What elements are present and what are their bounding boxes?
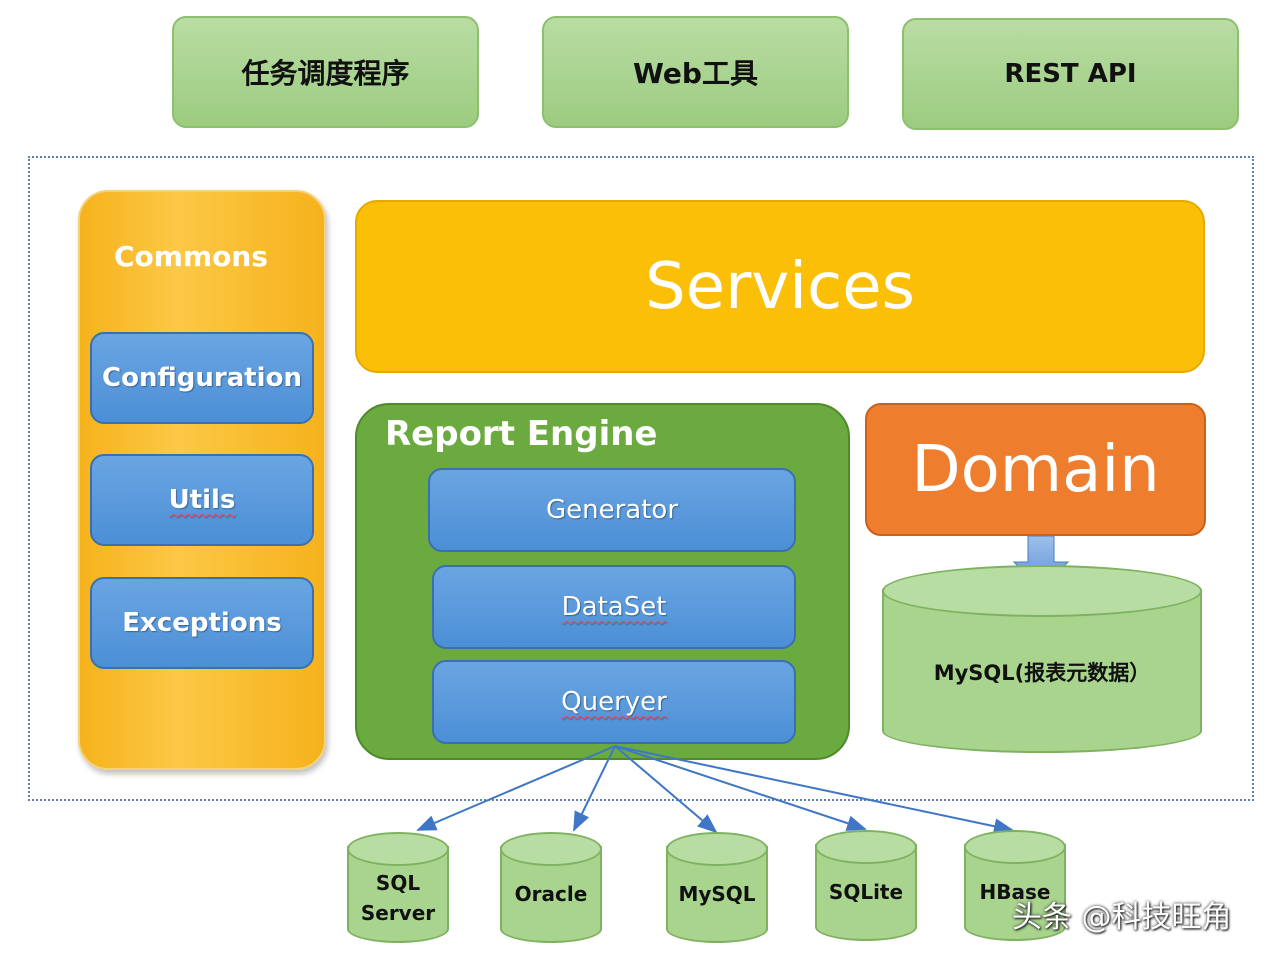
- queryer-label: Queryer: [561, 687, 667, 717]
- exceptions-box: Exceptions: [90, 577, 314, 669]
- configuration-box: Configuration: [90, 332, 314, 424]
- utils-label: Utils: [168, 485, 236, 515]
- watermark-text: 头条 @科技旺角: [1012, 900, 1232, 935]
- rest-api-label: REST API: [1004, 59, 1137, 89]
- domain-label: Domain: [911, 432, 1160, 507]
- system-boundary: [28, 156, 1254, 801]
- services-label: Services: [645, 249, 915, 324]
- hbase-label: HBase: [979, 880, 1051, 904]
- oracle-cylinder: Oracle: [500, 832, 602, 943]
- commons-title: Commons: [114, 240, 268, 273]
- arrow-sqlserver: [416, 745, 616, 831]
- utils-box: Utils: [90, 454, 314, 546]
- oracle-label: Oracle: [514, 882, 588, 906]
- metadata-db-label: MySQL(报表元数据）: [933, 661, 1151, 685]
- metadata-db-cylinder: MySQL(报表元数据）: [882, 565, 1202, 753]
- hbase-cylinder: HBase: [964, 830, 1066, 941]
- web-tool-box: Web工具: [542, 16, 849, 128]
- mysql-label: MySQL: [678, 882, 756, 906]
- generator-box: Generator: [428, 468, 796, 552]
- arrow-mysql: [614, 745, 718, 834]
- services-box: Services: [355, 200, 1205, 373]
- arrow-oracle: [573, 745, 616, 832]
- dataset-box: DataSet: [432, 565, 796, 649]
- sqlite-cylinder: SQLite: [815, 830, 917, 941]
- scheduler-box: 任务调度程序: [172, 16, 479, 128]
- queryer-box: Queryer: [432, 660, 796, 744]
- scheduler-label: 任务调度程序: [241, 57, 410, 90]
- generator-label: Generator: [545, 495, 679, 525]
- rest-api-box: REST API: [902, 18, 1239, 130]
- web-tool-label: Web工具: [633, 57, 758, 90]
- arrow-hbase: [614, 745, 1014, 835]
- domain-box: Domain: [865, 403, 1206, 536]
- configuration-label: Configuration: [102, 363, 302, 393]
- dataset-label: DataSet: [561, 592, 667, 622]
- mysql-cylinder: MySQL: [666, 832, 768, 943]
- arrow-sqlite: [614, 745, 867, 831]
- sqlite-label: SQLite: [828, 880, 904, 904]
- exceptions-label: Exceptions: [122, 608, 282, 638]
- report-engine-title: Report Engine: [385, 414, 658, 454]
